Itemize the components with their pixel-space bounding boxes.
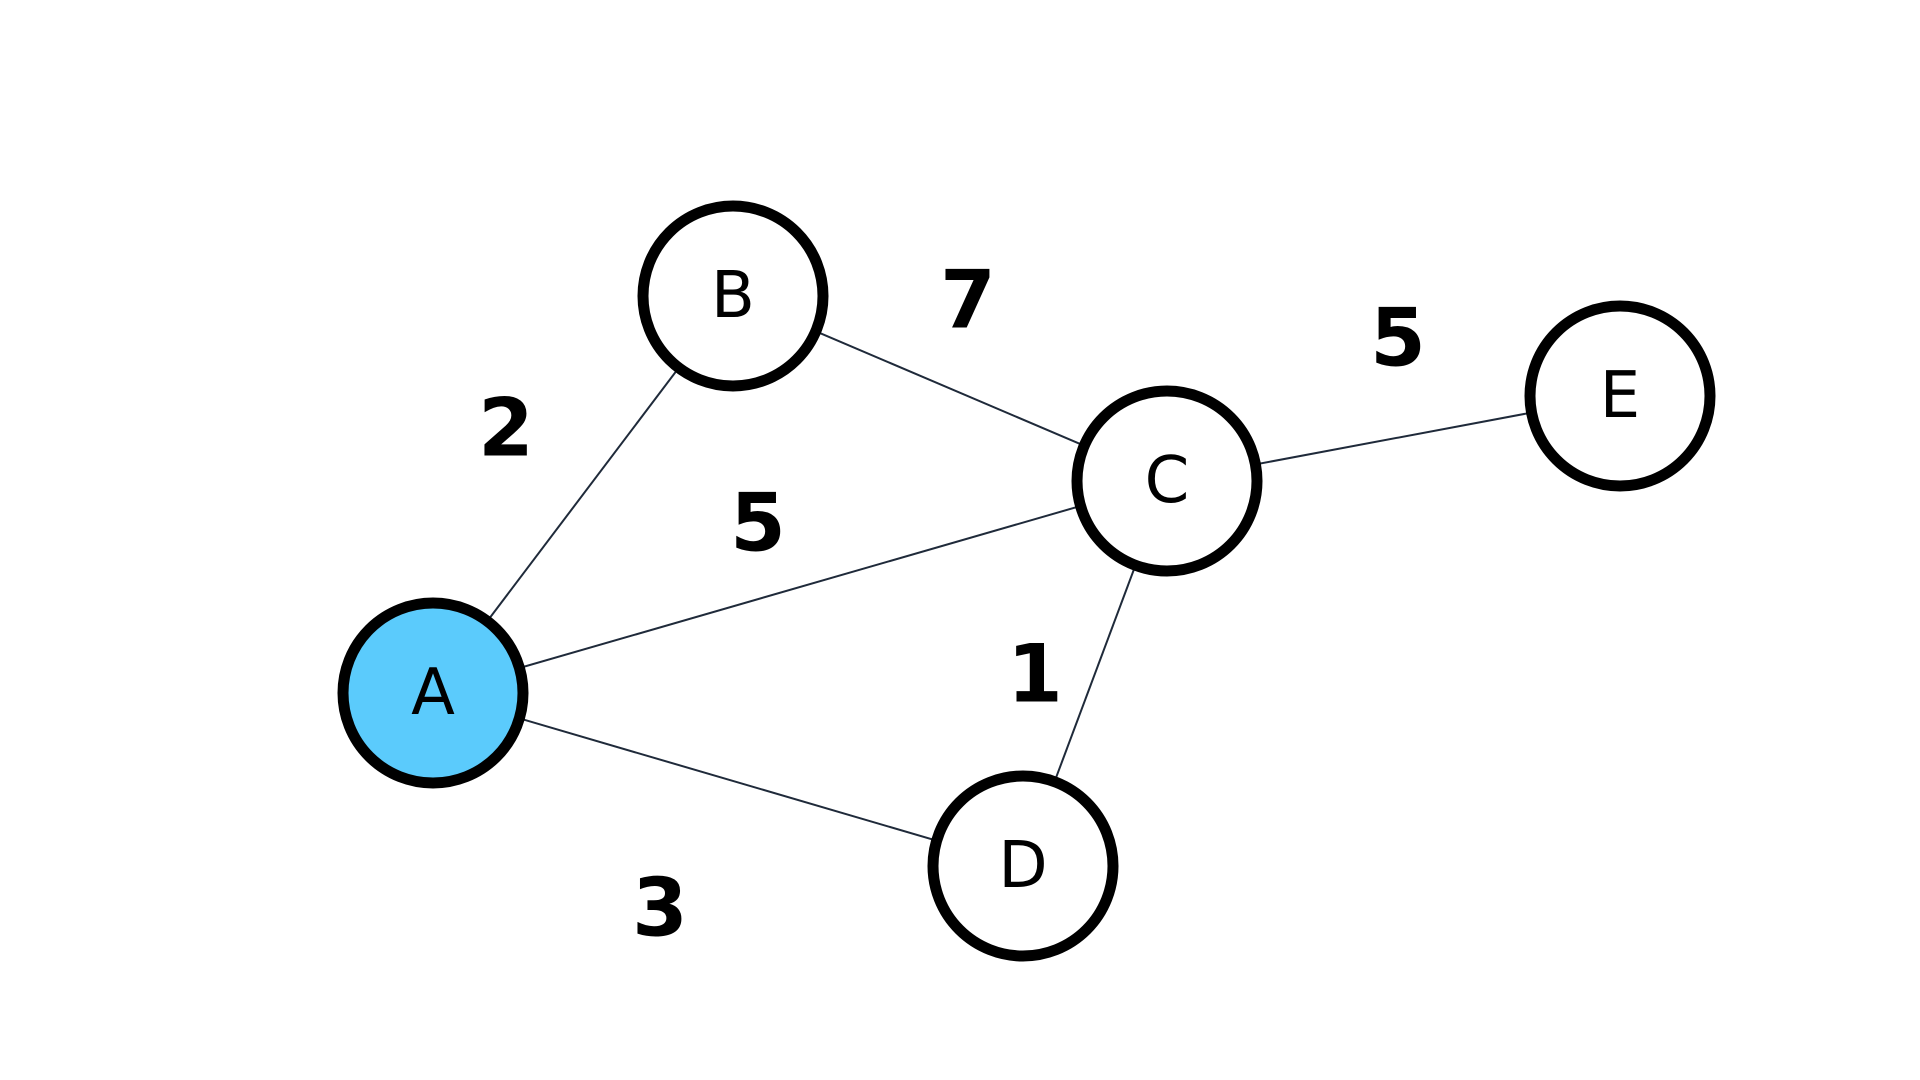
node-b-label: B: [711, 259, 755, 333]
node-c-label: C: [1145, 444, 1190, 518]
node-c: C: [1071, 385, 1263, 577]
node-c-circle: [1071, 385, 1263, 577]
edge-weight-b-c: 7: [940, 254, 996, 347]
node-a: A: [337, 597, 529, 789]
node-e-label: E: [1600, 359, 1640, 433]
edge-weight-c-d: 1: [1007, 628, 1063, 721]
weights-layer: 2 7 5 5 1 3: [478, 254, 1426, 955]
node-e-circle: [1524, 300, 1716, 492]
node-a-label: A: [411, 656, 455, 730]
node-d-label: D: [998, 829, 1047, 903]
edge-a-d: [432, 692, 1024, 867]
node-b-circle: [637, 200, 829, 392]
node-e: E: [1524, 300, 1716, 492]
edge-weight-c-e: 5: [1370, 292, 1426, 385]
node-b: B: [637, 200, 829, 392]
edge-weight-a-c: 5: [730, 477, 786, 570]
nodes-layer: A B C D E: [337, 200, 1716, 962]
node-a-circle: [337, 597, 529, 789]
node-d-circle: [927, 770, 1119, 962]
edge-weight-a-b: 2: [478, 382, 534, 475]
edge-a-c: [432, 480, 1168, 694]
node-d: D: [927, 770, 1119, 962]
edge-weight-a-d: 3: [632, 862, 688, 955]
